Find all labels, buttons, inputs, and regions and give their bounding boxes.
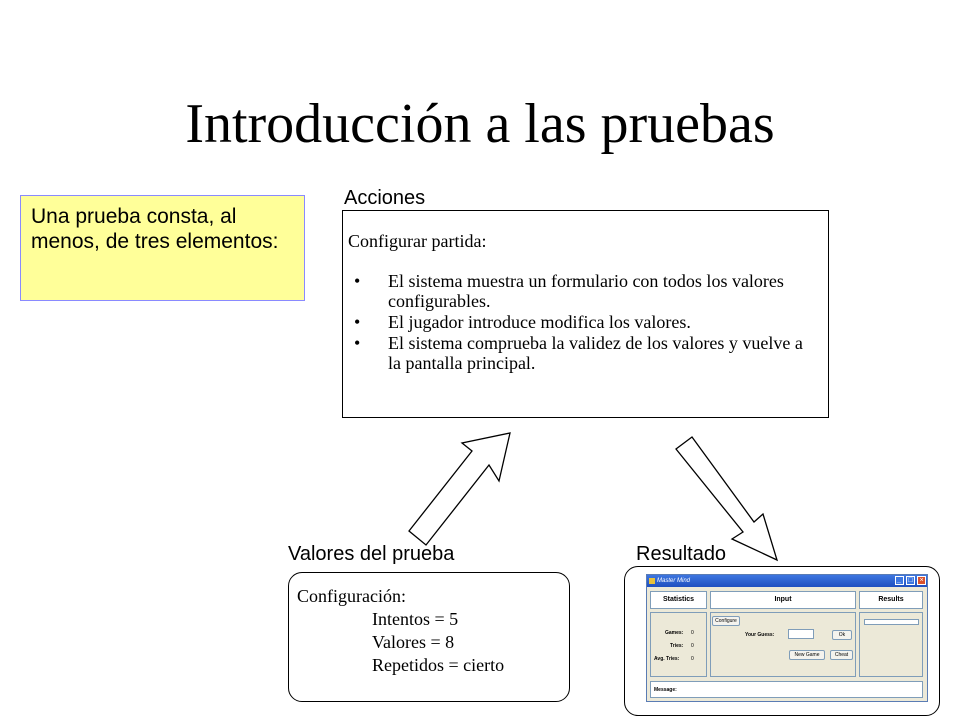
avg-tries-value: 0 <box>691 656 694 662</box>
window-title: Master Mind <box>657 578 691 584</box>
guess-label: Your Guess: <box>745 632 775 638</box>
tries-value: 0 <box>691 643 694 649</box>
arrow-up-icon <box>408 432 511 546</box>
valores-line: Intentos = 5 <box>372 609 459 629</box>
input-header: Input <box>710 591 856 609</box>
slide-title: Introducción a las pruebas <box>185 93 775 155</box>
message-bar: Message: <box>650 681 923 698</box>
acciones-list: • El sistema muestra un formulario con to… <box>348 271 818 373</box>
master-mind-window: Master Mind _ □ × Statistics Input Resul… <box>646 574 928 702</box>
arrow-down-icon <box>675 436 779 562</box>
valores-line: Repetidos = cierto <box>372 655 505 675</box>
acciones-item: • El jugador introduce modifica los valor… <box>348 312 818 332</box>
valores-label: Valores del prueba <box>288 543 455 565</box>
maximize-icon[interactable]: □ <box>906 576 915 585</box>
acciones-item: • El sistema muestra un formulario con to… <box>348 271 818 311</box>
ok-button[interactable]: Ok <box>832 630 852 640</box>
valores-line: Valores = 8 <box>372 632 455 652</box>
tries-label: Tries: <box>670 643 684 649</box>
results-field <box>864 619 919 625</box>
window-titlebar: Master Mind _ □ × <box>647 575 927 587</box>
acciones-box: Configurar partida: • El sistema muestra … <box>342 210 829 418</box>
guess-input[interactable] <box>788 629 814 639</box>
acciones-item-text: El jugador introduce modifica los valore… <box>388 312 691 332</box>
games-value: 0 <box>691 630 694 636</box>
bullet-icon: • <box>354 271 361 291</box>
statistics-header: Statistics <box>650 591 707 609</box>
input-panel: Configure Your Guess: Ok New Game Cheat <box>710 612 856 677</box>
games-label: Games: <box>665 630 684 636</box>
acciones-label: Acciones <box>344 187 426 209</box>
acciones-item-text: El sistema comprueba la validez de los v… <box>388 333 803 373</box>
avg-tries-label: Avg. Tries: <box>654 656 680 662</box>
app-icon <box>649 578 655 584</box>
statistics-panel: Games: 0 Tries: 0 Avg. Tries: 0 <box>650 612 707 677</box>
acciones-item: • El sistema comprueba la validez de los … <box>348 333 818 373</box>
minimize-icon[interactable]: _ <box>895 576 904 585</box>
intro-note: Una prueba consta, al menos, de tres ele… <box>20 195 305 301</box>
acciones-item-text: El sistema muestra un formulario con tod… <box>388 271 784 311</box>
bullet-icon: • <box>354 312 361 332</box>
message-label: Message: <box>654 687 677 693</box>
configure-button[interactable]: Configure <box>712 616 740 626</box>
valores-heading: Configuración: <box>297 586 406 606</box>
results-panel <box>859 612 923 677</box>
new-game-button[interactable]: New Game <box>789 650 825 660</box>
bullet-icon: • <box>354 333 361 353</box>
close-icon[interactable]: × <box>917 576 926 585</box>
valores-box: Configuración: Intentos = 5 Valores = 8 … <box>288 572 570 702</box>
results-header: Results <box>859 591 923 609</box>
cheat-button[interactable]: Cheat <box>830 650 853 660</box>
resultado-label: Resultado <box>636 543 727 565</box>
acciones-heading: Configurar partida: <box>348 231 487 251</box>
